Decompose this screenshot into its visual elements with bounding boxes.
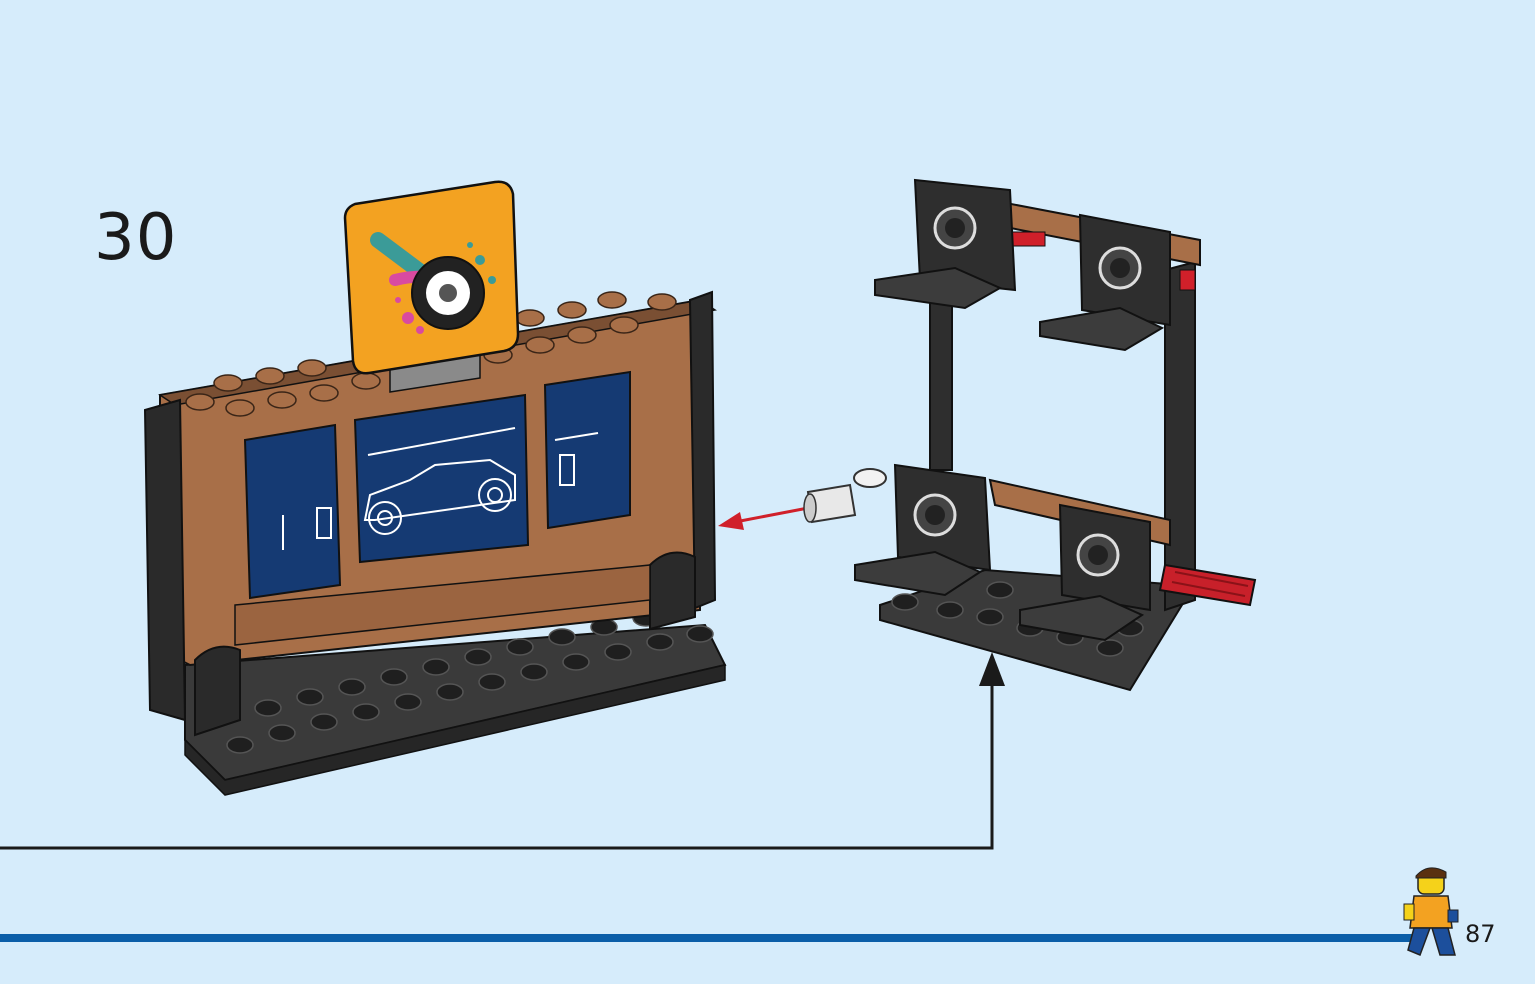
- seat-bottom-left: [854, 463, 992, 597]
- callout-connector: [0, 652, 1005, 850]
- page-number: 87: [1465, 920, 1496, 948]
- seat-top-right: [1039, 213, 1171, 352]
- tire-splash-sign-icon: [343, 180, 520, 375]
- car-blueprint-icon: [282, 427, 599, 550]
- insertion-arrow: [718, 506, 809, 530]
- minifigure-runner-icon: [1403, 867, 1459, 956]
- bottom-rule: [0, 934, 1425, 942]
- connector-piece: [803, 468, 887, 524]
- callout-arrow-icon: [979, 652, 1005, 686]
- seat-bottom-right: [1019, 503, 1151, 642]
- seat-frame-assembly: [854, 178, 1257, 692]
- red-rod-piece: [1158, 563, 1257, 607]
- seat-top-left: [874, 178, 1017, 310]
- step-number: 30: [94, 201, 178, 275]
- blueprint-screens: [243, 370, 631, 600]
